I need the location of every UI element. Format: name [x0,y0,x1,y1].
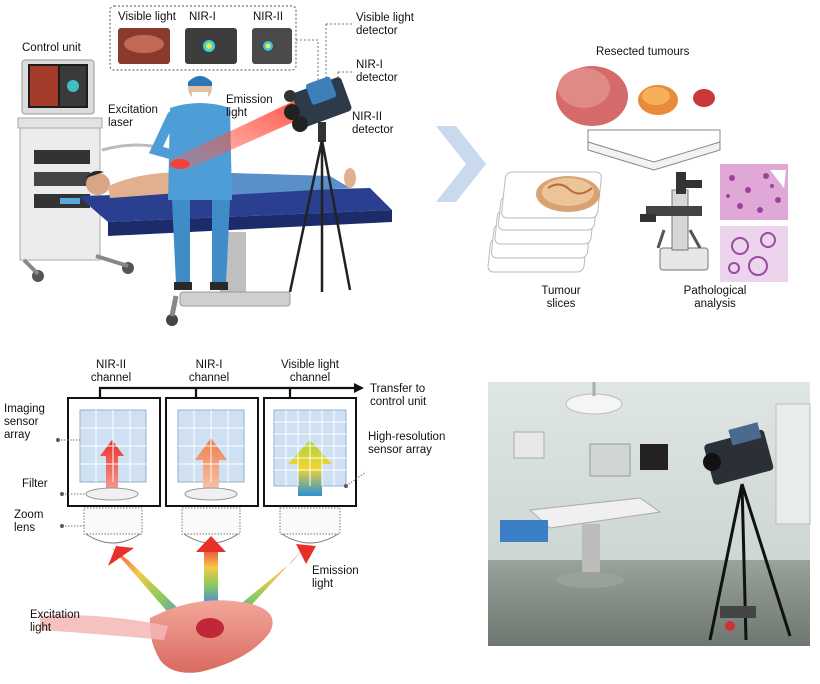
label-visible-channel-2: channel [289,372,331,384]
tumour-slices-stack [487,171,602,273]
operating-room-photo [488,382,811,646]
label-nir2-channel-2: channel [90,372,132,384]
label-transfer-2: control unit [370,396,427,408]
transfer-arrowhead [354,383,364,393]
label-nir2-detector-2: detector [352,124,394,136]
label-resected-tumours: Resected tumours [596,46,690,58]
pathology-illustration [487,66,788,282]
label-tumour-slices-2: slices [546,298,576,310]
tumour-small [693,89,715,107]
label-imaging-sensor-2: sensor [4,416,39,428]
operating-bed [78,188,392,222]
excitation-beam [40,615,168,640]
chevron-arrow [436,126,486,202]
label-nir1-channel-1: NIR-I [195,359,223,371]
label-pathological-1: Pathological [683,285,747,297]
detector-head [284,76,352,132]
inset-label-nir2: NIR-II [253,11,284,23]
inset-label-nir1: NIR-I [189,11,216,23]
or-camera [703,422,774,485]
inset-label-visible: Visible light [118,11,176,23]
label-nir1-detector-1: NIR-I [356,59,383,71]
blue-drapes [500,520,548,542]
label-emission-light-2: light [226,107,248,119]
label-nir1-detector-2: detector [356,72,398,84]
label-zoom-lens-2: lens [14,522,36,534]
label-excitation-laser-2: laser [108,117,133,129]
channel-box-nir2 [67,397,161,544]
channel-box-nir1 [165,397,259,544]
label-visible-detector-1: Visible light [356,12,414,24]
label-tumour-slices-1: Tumour [541,285,581,297]
label-nir2-channel-1: NIR-II [95,359,127,371]
label-control-unit: Control unit [22,42,81,54]
label-visible-detector-2: detector [356,25,398,37]
tumour-in-liver [196,618,224,638]
label-visible-channel-1: Visible light [281,359,339,371]
label-excitation-laser-1: Excitation [108,104,158,116]
label-imaging-sensor-1: Imaging [4,403,45,415]
label-emission-1: Emission [312,565,359,577]
microscope [640,172,709,271]
label-high-res-1: High-resolution [368,431,446,443]
label-nir2-detector-1: NIR-II [352,111,383,123]
label-filter: Filter [22,478,48,490]
label-excitation-1: Excitation [30,609,80,621]
label-high-res-2: sensor array [368,444,432,456]
label-pathological-2: analysis [694,298,736,310]
label-excitation-2: light [30,622,52,634]
label-transfer-1: Transfer to [370,383,426,395]
camera-schematic [40,383,367,673]
label-imaging-sensor-3: array [4,429,31,441]
label-nir1-channel-2: channel [188,372,230,384]
label-emission-light-1: Emission [226,94,273,106]
label-emission-2: light [312,578,334,590]
inset-frame [109,5,297,71]
label-zoom-lens-1: Zoom [14,509,44,521]
emission-beam [170,98,316,170]
surgical-setup-illustration [17,5,392,326]
